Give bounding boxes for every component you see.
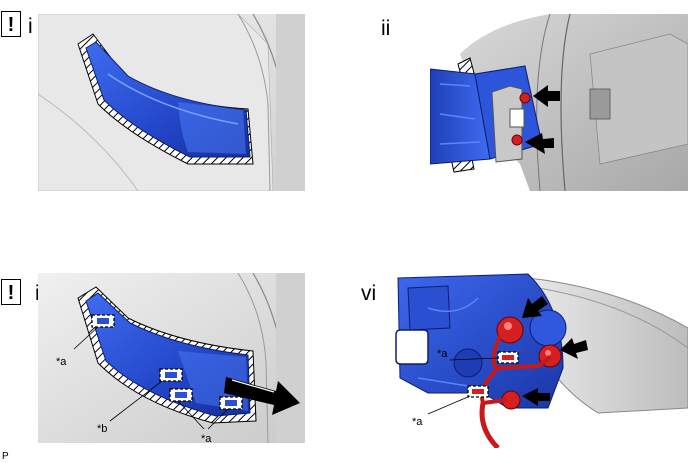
callout-a-bottom: *a	[201, 433, 212, 445]
callout-b: *b	[97, 423, 108, 435]
warning-box-icon: !	[1, 279, 21, 305]
direction-arrow-icon	[522, 296, 588, 406]
panel-label-vi: vi	[361, 282, 377, 305]
panel-iii-illustration	[38, 273, 305, 443]
callout-a-lower: *a	[412, 416, 423, 428]
panel-vi-illustration	[388, 268, 688, 448]
panel-ii-illustration	[430, 14, 688, 191]
panel-label-ii: ii	[381, 17, 391, 40]
direction-arrow-icon	[224, 377, 300, 415]
footer-code: P	[2, 451, 9, 462]
panel-label-i: i	[28, 15, 33, 38]
callout-a-upper: *a	[437, 348, 448, 360]
panel-i-illustration	[38, 14, 305, 191]
callout-a-top: *a	[56, 356, 67, 368]
direction-arrow-icon	[525, 85, 560, 154]
warning-box-icon: !	[1, 11, 21, 37]
